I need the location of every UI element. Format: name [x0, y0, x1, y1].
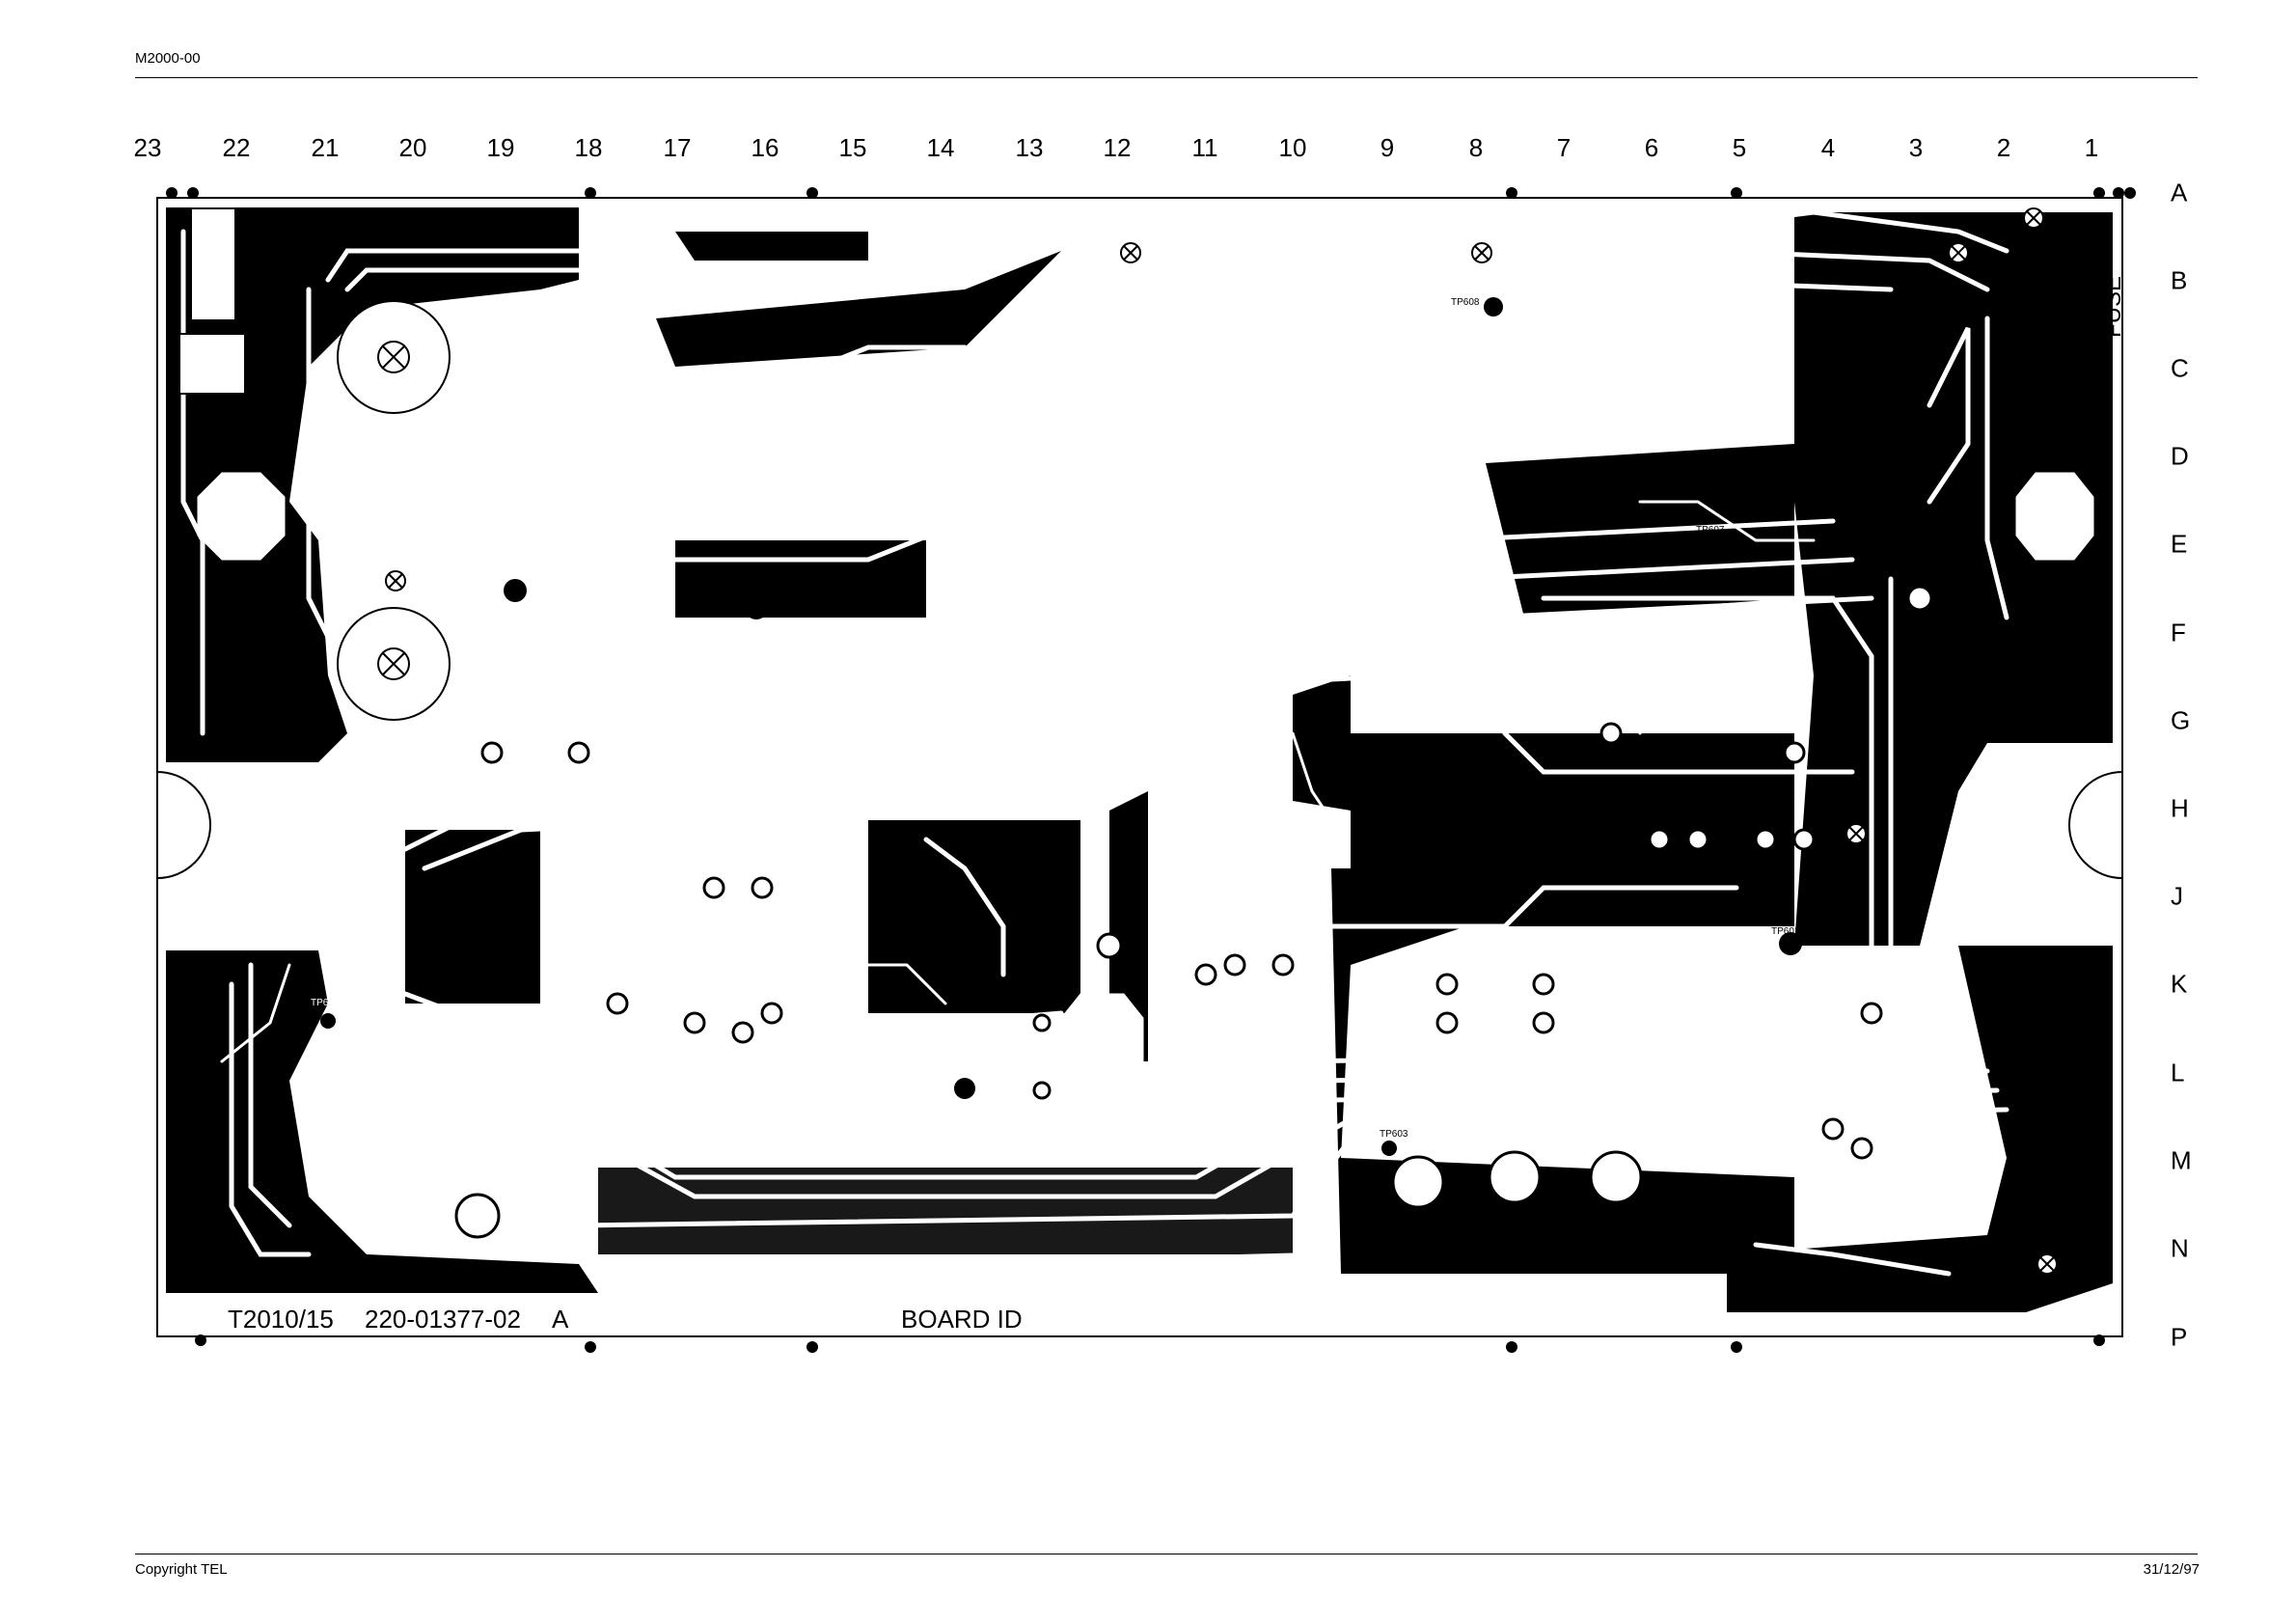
- connector-pins: [1166, 715, 1184, 1080]
- date-text: 31/12/97: [2144, 1561, 2200, 1578]
- test-point-label: TP604: [976, 1083, 1005, 1093]
- assembly-number: 220-01377-02: [365, 1305, 521, 1334]
- part-code: T2010/15: [228, 1305, 334, 1334]
- copyright-text: Copyright TEL: [135, 1561, 228, 1578]
- test-point-label: TP607: [1696, 525, 1725, 536]
- test-point-label: TP608: [1451, 297, 1480, 308]
- board-id-label: BOARD ID: [901, 1305, 1023, 1334]
- test-point-label: TP603: [1380, 1129, 1408, 1140]
- mounting-holes: [338, 301, 450, 720]
- test-point-label: TP601: [1771, 926, 1800, 937]
- fuse-label: FUSE: [2100, 276, 2126, 338]
- copper-pour: [166, 207, 2113, 1312]
- test-point-label: TP609: [311, 998, 340, 1008]
- revision-letter: A: [552, 1305, 568, 1334]
